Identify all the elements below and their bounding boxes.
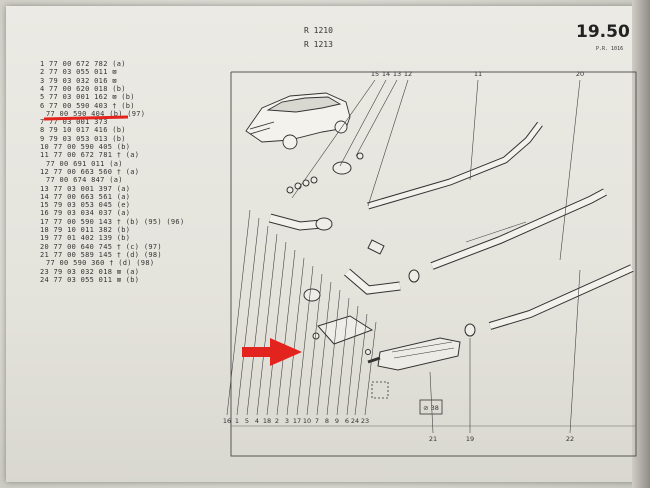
leader-lines [226,79,581,434]
top-callout-label: 12 [404,70,412,78]
red-underline [43,115,129,121]
small-parts [286,152,476,355]
bottom-callout-label: 2 [275,417,279,425]
reference-line: 9 79 03 053 013 (b) [40,134,126,143]
reference-line: 77 00 674 847 (a) [46,176,123,185]
reference-line: 24 77 03 055 011 ⊠ (b) [40,275,140,284]
bottom-callout-label: 18 [263,417,271,425]
bottom-callout-label: 8 [325,417,329,425]
leader-line [354,313,368,416]
reference-line: 7 77 03 001 373 [40,118,108,127]
leader-line [346,305,359,416]
leader-line [246,225,269,416]
reference-line: 21 77 00 589 145 † (d) (98) [40,250,162,259]
diagram-frame [230,71,637,457]
bottom-callout-label: 17 [293,417,301,425]
catalog-page [6,6,636,482]
bottom-callout-label: 7 [315,417,319,425]
bottom-callout-label: 4 [255,417,259,425]
reference-line: 19 77 01 402 139 (b) [40,234,131,243]
header-code-2: R 1213 [304,40,333,49]
header-code-1: R 1210 [304,26,333,35]
leader-line [339,79,387,167]
reference-line: 77 00 590 360 † (d) (98) [46,259,155,268]
bottom-callout-label: 22 [566,435,574,443]
reference-line: 3 79 03 032 016 ⊠ [40,76,117,85]
top-callout-label: 15 [371,70,379,78]
bottom-callout-label: 24 [351,417,359,425]
leader-line [336,297,350,416]
reference-line: 10 77 00 590 405 (b) [40,143,131,151]
bottom-callout-label: 10 [303,417,311,425]
leader-line [306,273,323,416]
top-callout-label: 13 [393,70,401,78]
leader-line [355,79,398,157]
car-sketch [245,92,351,150]
reference-line: 14 77 00 663 561 (a) [40,192,131,201]
dimension-box [419,399,443,415]
leader-line [559,79,581,261]
red-arrow [242,338,302,366]
reference-line: 4 77 00 620 018 (b) [40,84,126,93]
leader-line [429,371,434,434]
reference-line: 12 77 00 663 560 † (a) [40,167,140,176]
reference-line: 2 77 03 055 011 ⊠ [40,68,117,77]
page-number: 19.50 [576,22,630,42]
page-subtitle: P.R. 1016 [596,46,624,52]
reference-line: 11 77 00 672 781 † (a) [40,151,140,160]
leader-line [296,265,314,416]
leader-line [276,249,296,416]
reference-line: 18 79 10 011 382 (b) [40,226,131,234]
bottom-callout-label: 16 [223,417,231,425]
leader-line [364,321,377,416]
dimension-box-label: ⊘ 38 [423,404,439,412]
reference-line: 20 77 00 640 745 † (c) (97) [40,242,162,251]
leader-line [256,233,278,416]
bottom-callout-label: 6 [345,417,349,425]
reference-line: 77 00 590 404 (b) (97) [46,109,146,118]
reference-line: 17 77 00 590 143 † (b) (95) (96) [40,217,185,226]
leader-line [326,289,341,416]
leader-line [286,257,305,416]
leader-line [367,79,409,207]
reference-line: 15 79 03 053 045 (e) [40,201,131,210]
bottom-callout-label: 9 [335,417,339,425]
reference-line: 23 79 03 032 018 ⊠ (a) [40,267,140,276]
bottom-callout-label: 23 [361,417,369,425]
reference-line: 8 79 10 017 416 (b) [40,126,126,135]
reference-line: 5 77 03 001 162 ⊠ (b) [40,93,135,102]
leader-line [316,281,332,416]
bottom-callout-label: 5 [245,417,249,425]
reference-line: 77 00 691 011 (a) [46,159,123,168]
reference-line: 16 79 03 034 037 (a) [40,209,131,218]
top-callout-label: 14 [382,70,390,78]
leader-line [266,241,287,416]
leader-line [291,79,376,199]
reference-line: 6 77 00 590 403 † (b) [40,101,135,110]
leader-line [469,79,479,181]
top-callout-label: 20 [576,70,584,78]
leader-line [226,209,251,416]
top-callout-label: 11 [474,70,482,78]
bottom-callout-label: 21 [429,435,437,443]
muffler [367,337,461,371]
exhaust-pipes [268,121,634,330]
bottom-callout-label: 3 [285,417,289,425]
reference-line: 1 77 00 672 782 (a) [40,60,126,68]
leader-line [569,269,581,434]
dashed-box-left [371,381,389,399]
reference-line: 13 77 03 001 397 (a) [40,184,131,193]
leader-line [236,217,260,416]
bottom-callout-label: 1 [235,417,239,425]
bottom-callout-label: 19 [466,435,474,443]
